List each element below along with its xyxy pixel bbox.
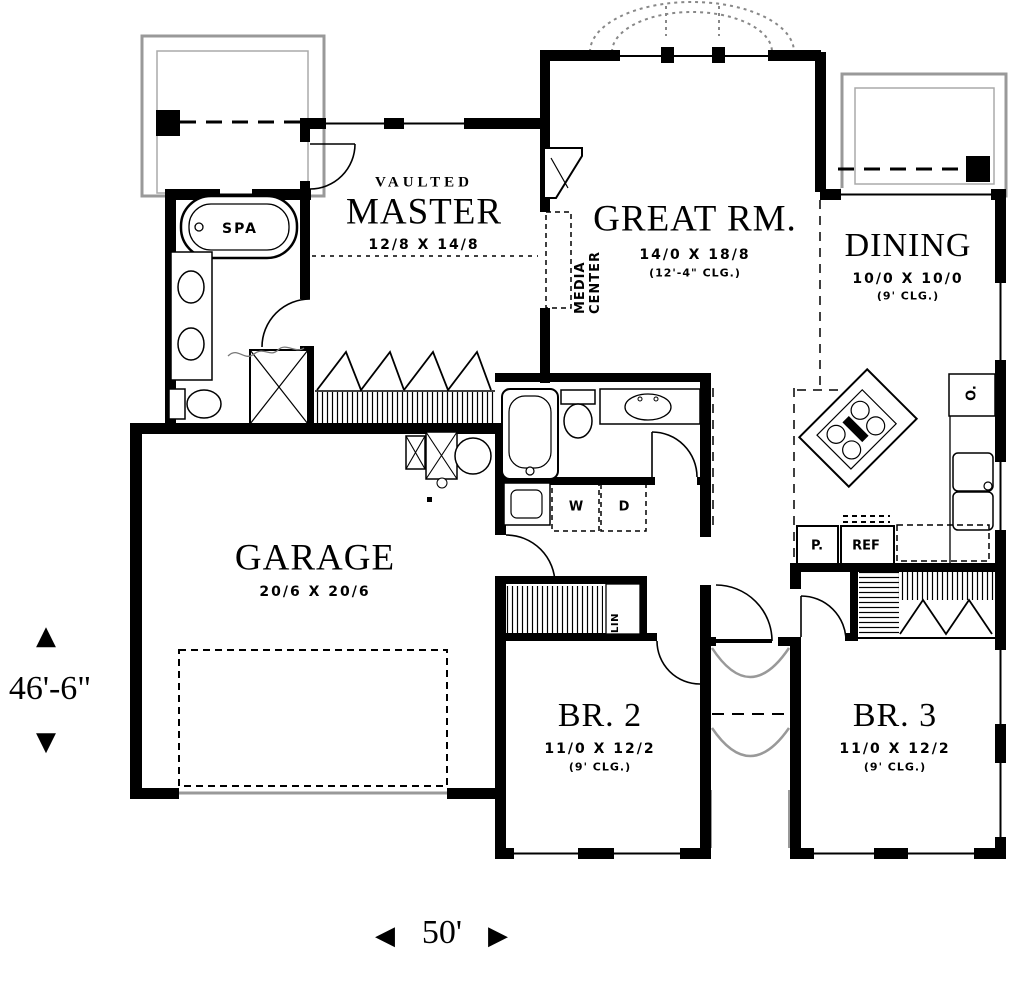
washer-label: W — [568, 499, 584, 515]
shower — [249, 349, 309, 425]
room-label-great-room: GREAT RM. — [593, 198, 797, 240]
master-vanity — [170, 251, 213, 381]
fridge-label: REF — [852, 538, 880, 554]
dryer-box — [600, 482, 647, 532]
media-center-line2: CENTER — [587, 250, 603, 314]
garage-utilities — [405, 431, 492, 502]
kitchen-island — [797, 367, 919, 489]
hall-toilet — [560, 389, 596, 439]
oven-label: O. — [964, 385, 980, 401]
room-dims-master: 12/8 X 14/8 — [368, 237, 480, 253]
room-ceiling-bedroom2: (9' CLG.) — [568, 760, 632, 774]
master-closet — [315, 350, 495, 424]
washer-box — [551, 482, 600, 532]
portico-arch — [589, 1, 795, 53]
linen-closet — [605, 583, 641, 635]
room-dims-dining: 10/0 X 10/0 — [852, 271, 964, 287]
room-label-master-prefix: VAULTED — [374, 174, 474, 191]
fridge-box — [840, 525, 895, 565]
fireplace — [543, 147, 583, 199]
door-arc-hall-bath — [651, 431, 698, 478]
overall-width-dimension: 50' — [421, 914, 463, 951]
door-arc-master — [261, 298, 311, 348]
room-ceiling-dining: (9' CLG.) — [876, 289, 940, 303]
room-dims-bedroom2: 11/0 X 12/2 — [544, 741, 656, 757]
room-ceiling-great-room: (12'-4" CLG.) — [649, 266, 741, 280]
ceiling-break-lines — [312, 200, 840, 560]
dim-arrow-left-icon: ◀ — [375, 921, 395, 951]
pantry-label: P. — [810, 538, 824, 554]
bifold-doors-bedroom3 — [899, 598, 993, 636]
room-label-bedroom3: BR. 3 — [852, 697, 938, 734]
patio-top-left — [140, 34, 326, 198]
patio-top-right — [838, 72, 1008, 198]
room-dims-bedroom3: 11/0 X 12/2 — [839, 741, 951, 757]
bedroom3-closets — [859, 570, 994, 636]
spa-tub — [179, 194, 299, 260]
laundry-sink — [503, 482, 551, 526]
linen-label: LIN — [610, 613, 621, 633]
cased-opening-squiggle — [227, 346, 305, 357]
room-label-garage: GARAGE — [234, 537, 396, 579]
dryer-label: D — [618, 499, 630, 515]
dim-arrow-right-icon: ▶ — [488, 921, 508, 951]
room-label-bedroom2: BR. 2 — [557, 697, 643, 734]
media-center-shelf — [545, 211, 572, 309]
garage-door — [178, 649, 448, 800]
door-arc-bedroom3 — [800, 595, 847, 642]
hall-tub — [501, 388, 559, 480]
oven-cabinet — [948, 373, 996, 417]
bifold-doors-master — [316, 350, 492, 392]
overall-height-dimension: 46'-6" — [8, 670, 92, 707]
counter-dashes — [843, 515, 990, 562]
windows — [220, 47, 1007, 860]
room-ceiling-bedroom3: (9' CLG.) — [863, 760, 927, 774]
room-label-dining: DINING — [844, 227, 972, 264]
door-arcs — [261, 143, 847, 685]
door-arc-master-patio — [309, 143, 356, 190]
room-dims-garage: 20/6 X 20/6 — [259, 584, 371, 600]
entry-porch — [710, 647, 791, 848]
dim-arrow-up-icon: ▲ — [36, 621, 56, 651]
room-dims-great-room: 14/0 X 18/8 — [639, 247, 751, 263]
spa-label: SPA — [222, 221, 258, 237]
dim-arrow-down-icon: ▼ — [36, 727, 56, 757]
pantry-box — [796, 525, 839, 565]
door-arc-front-entry — [715, 584, 773, 643]
media-center-line1: MEDIA — [573, 261, 588, 314]
kitchen-sink — [952, 452, 994, 531]
bedroom2-closet — [505, 586, 603, 634]
master-toilet — [168, 388, 222, 420]
door-arc-garage — [505, 534, 556, 585]
room-label-master: MASTER — [345, 191, 503, 233]
door-arc-bedroom2 — [656, 640, 701, 685]
hall-vanity — [599, 388, 701, 425]
